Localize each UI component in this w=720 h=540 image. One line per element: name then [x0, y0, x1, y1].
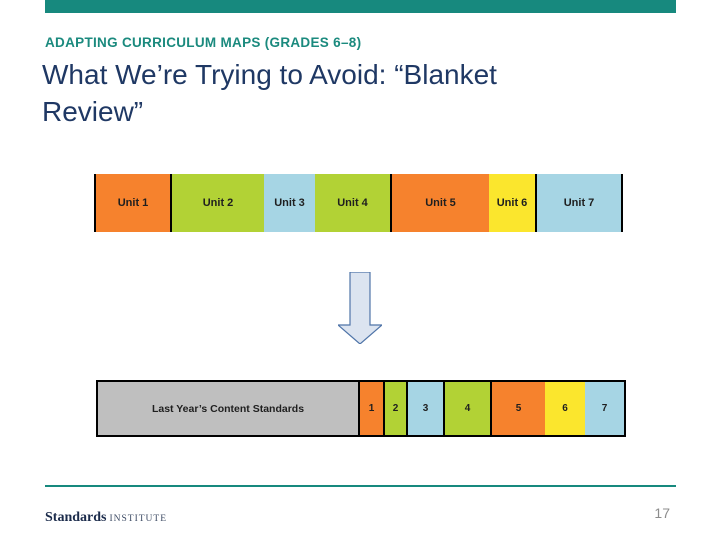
bottom-bar-segment-5: 4 [445, 382, 492, 435]
units-bar-segment-1: Unit 1 [94, 174, 172, 232]
footer-divider [45, 485, 676, 487]
bottom-bar-segment-4: 3 [408, 382, 445, 435]
bottom-bar-segment-8: 7 [585, 382, 624, 435]
units-bar-segment-7: Unit 7 [537, 174, 623, 232]
units-bar-segment-4: Unit 4 [315, 174, 392, 232]
slide-title: What We’re Trying to Avoid: “Blanket Rev… [42, 59, 497, 127]
bottom-bar-segment-2: 1 [360, 382, 385, 435]
units-bar-segment-6: Unit 6 [489, 174, 537, 232]
units-bar-segment-2: Unit 2 [172, 174, 264, 232]
slide-eyebrow: ADAPTING CURRICULUM MAPS (GRADES 6–8) [45, 35, 362, 50]
top-accent-bar [45, 0, 676, 13]
units-bar-segment-5: Unit 5 [392, 174, 489, 232]
bottom-bar-segment-1: Last Year’s Content Standards [98, 382, 360, 435]
page-number: 17 [654, 505, 670, 521]
units-bar-segment-3: Unit 3 [264, 174, 315, 232]
down-arrow-icon [338, 272, 382, 344]
logo-secondary-text: INSTITUTE [109, 514, 168, 524]
logo-primary-text: Standards [45, 510, 107, 525]
bottom-bar-segment-7: 6 [545, 382, 585, 435]
bottom-bar-segment-6: 5 [492, 382, 545, 435]
bottom-bar-segment-3: 2 [385, 382, 408, 435]
